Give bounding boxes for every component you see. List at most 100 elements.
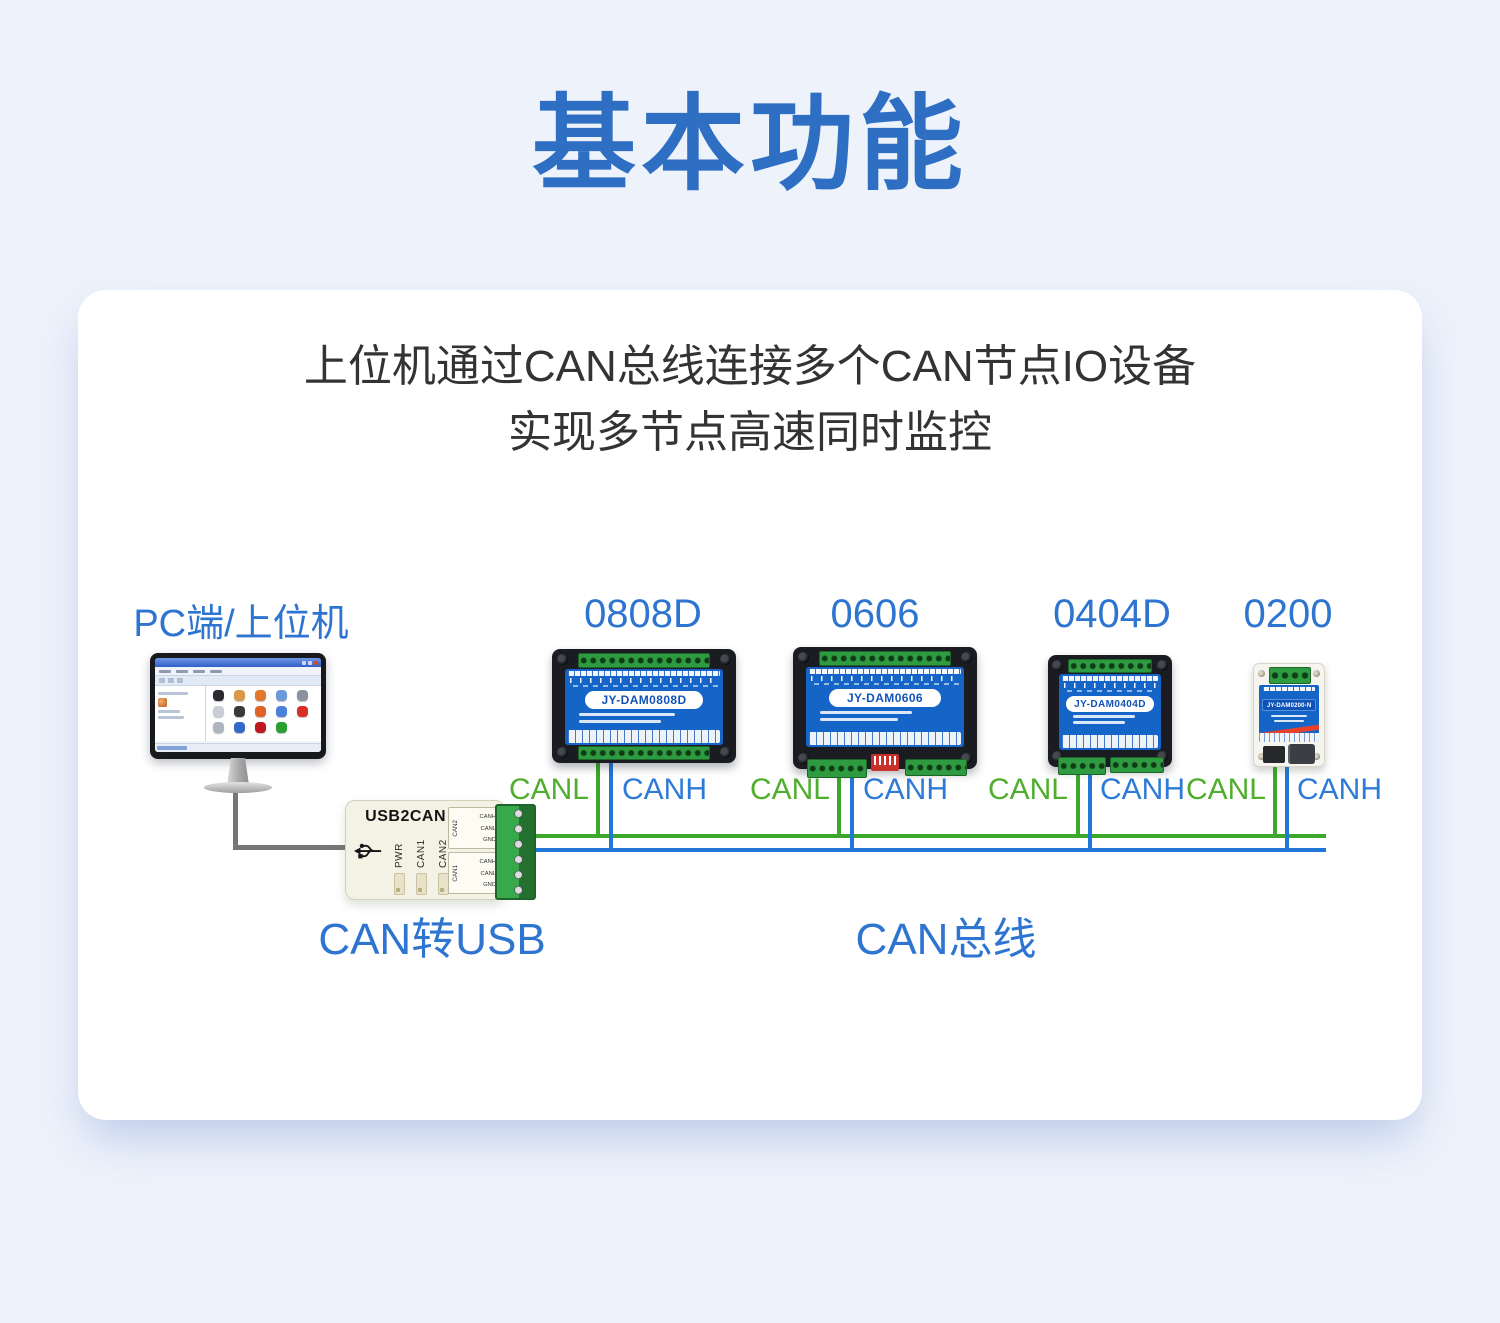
description-line-1: 上位机通过CAN总线连接多个CAN节点IO设备 [303,342,1197,391]
app-icon [213,706,224,717]
device-0200: JY-DAM0200-N [1253,663,1325,767]
device2-canh-wire [850,767,854,852]
terminal-strip-bottom [578,746,710,760]
wire-pc-to-adapter-vertical [233,790,238,849]
device3-canh-wire [1088,765,1092,852]
device4-canh-wire [1285,761,1289,852]
terminal-block-bottom-right [905,759,967,776]
device2-canl-label: CANL [749,773,830,806]
can-bus-high-line [530,848,1326,852]
db9-connector [1288,744,1315,764]
device1-canl-wire [596,761,600,838]
io-terminal-row [1062,735,1158,748]
app-icon [297,706,308,717]
terminal-block-bottom-left [1058,757,1106,775]
dip-switch [871,754,899,771]
device2-label: 0606 [830,592,920,636]
app-icon [297,690,308,701]
usb2can-adapter: USB2CAN II PWR CAN1 CAN2 [345,800,536,900]
terminal-block-bottom-right [1110,757,1164,773]
led-can2-indicator [437,873,449,895]
terminal-strip-top [1068,659,1152,673]
description: 上位机通过CAN总线连接多个CAN节点IO设备 实现多节点高速同时监控 [78,334,1422,466]
led-pwr: PWR [390,832,408,895]
device4-label: 0200 [1243,592,1333,636]
relay-symbols [570,678,718,687]
maximize-icon [308,660,312,665]
terminal-number-strip [809,669,961,674]
app-icon [213,690,224,701]
app-icon [234,690,245,701]
wire-pc-to-adapter-horizontal [233,845,347,850]
can-bus-label: CAN总线 [855,915,1037,964]
pc-screen [155,658,321,752]
device1-canl-label: CANL [508,773,589,806]
terminal-number-strip [1263,687,1315,691]
io-terminal-row [568,730,720,743]
device-0200-model: JY-DAM0200-N [1262,699,1316,711]
device4-canl-wire [1273,761,1277,838]
led-can1: CAN1 [412,832,430,895]
device1-canh-wire [609,761,613,852]
led-can1-indicator [415,873,427,895]
device3-label: 0404D [1053,592,1171,636]
device-0404d: JY-DAM0404D [1048,655,1172,775]
device-0606-panel: JY-DAM0606 [806,667,964,747]
window-status-bar [155,743,321,752]
monitor-base [204,782,272,793]
device3-canl-wire [1076,765,1080,838]
device4-canl-label: CANL [1185,773,1266,806]
adapter-terminal-block [495,804,536,900]
page-title: 基本功能 [531,87,968,203]
terminal-strip-top [819,651,951,666]
device2-canh-label: CANH [863,773,949,806]
device4-canh-label: CANH [1297,773,1383,806]
app-icon [276,690,287,701]
terminal-block-bottom-left [807,759,867,778]
led-pwr-indicator [393,873,405,895]
app-icon [276,706,287,717]
terminal-strip-top [578,653,710,668]
monitor-stand [227,758,249,785]
usb-icon [353,841,383,866]
device3-canl-label: CANL [987,773,1068,806]
device1-canh-label: CANH [622,773,708,806]
tree-node-icon [158,698,167,707]
pin-group-can1: CAN1 CANH CANL GND [448,852,498,894]
device-0404d-panel: JY-DAM0404D [1059,674,1161,750]
app-icon [255,722,266,733]
terminal-number-strip [568,671,720,676]
pc-label: PC端/上位机 [133,603,349,645]
app-icon [255,690,266,701]
window-body [155,686,321,741]
io-terminal-row [1259,733,1319,742]
window-toolbar [155,676,321,686]
io-terminal-row [809,732,961,745]
usb-port [1263,746,1285,763]
app-icon [276,722,287,733]
device-0606-model: JY-DAM0606 [829,689,941,707]
relay-symbols [1064,683,1156,692]
app-icon [255,706,266,717]
device-0606: JY-DAM0606 [793,647,977,778]
device-0200-panel: JY-DAM0200-N [1259,685,1319,742]
device-0808d-panel: JY-DAM0808D [565,669,723,745]
device-0808d-model: JY-DAM0808D [585,691,703,709]
relay-symbols [811,676,959,685]
can-bus-low-line [530,834,1326,838]
window-menu-bar [155,667,321,676]
device2-canl-wire [837,767,841,838]
close-icon [314,660,318,665]
pc-monitor [150,653,326,759]
adapter-model: USB2CAN II [365,808,461,825]
description-line-2: 实现多节点高速同时监控 [508,408,992,457]
device3-canh-label: CANH [1100,773,1186,806]
device-0808d: JY-DAM0808D [552,649,736,763]
device-0404d-model: JY-DAM0404D [1066,696,1154,712]
adapter-label: CAN转USB [318,915,546,964]
terminal-strip-top [1269,667,1311,684]
terminal-number-strip [1062,676,1158,681]
window-title-bar [155,658,321,667]
device1-label: 0808D [584,592,702,636]
